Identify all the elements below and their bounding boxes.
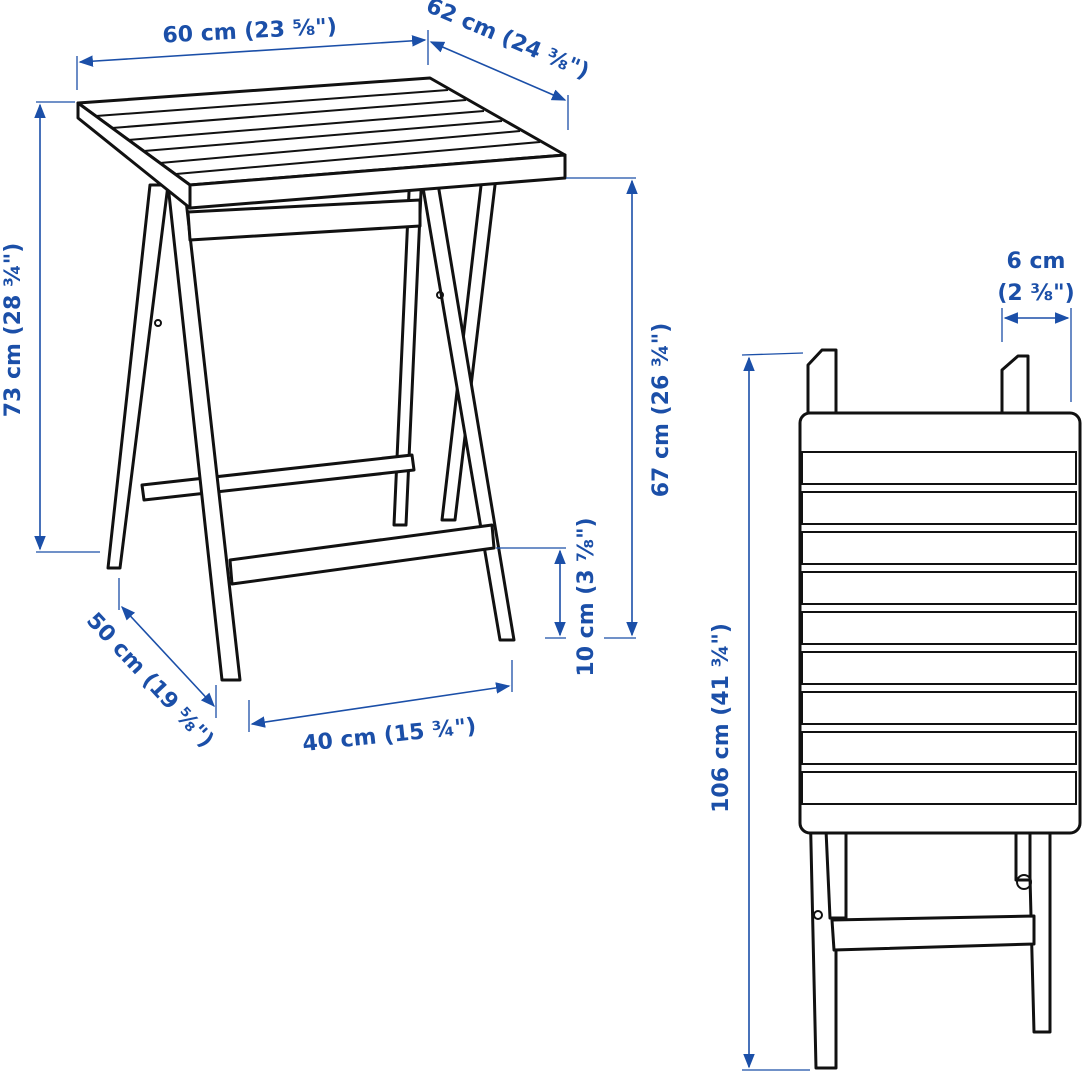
dimension-top-width: 60 cm (23 ⅝") — [76, 14, 429, 90]
label-base-depth: 50 cm (19 ⅝") — [81, 608, 218, 753]
label-top-depth: 62 cm (24 ⅜") — [422, 0, 592, 85]
assembled-table-drawing — [76, 76, 567, 682]
dimension-total-height: 73 cm (28 ¾") — [1, 101, 100, 553]
folded-table-drawing — [798, 348, 1082, 1070]
label-folded-thickness-in: (2 ⅜") — [997, 281, 1074, 306]
label-top-width: 60 cm (23 ⅝") — [162, 14, 338, 48]
dimension-folded-height: 106 cm (41 ¾") — [709, 352, 810, 1071]
dimension-base-width: 40 cm (15 ¾") — [248, 660, 513, 757]
label-foot-height: 10 cm (3 ⅞") — [574, 517, 599, 676]
label-folded-height: 106 cm (41 ¾") — [709, 623, 734, 813]
dimension-folded-thickness: 6 cm (2 ⅜") — [997, 249, 1075, 402]
dimension-base-depth: 50 cm (19 ⅝") — [81, 578, 218, 753]
dimension-leg-height: 67 cm (26 ¾") — [566, 177, 674, 639]
label-base-width: 40 cm (15 ¾") — [301, 714, 477, 757]
label-folded-thickness-cm: 6 cm — [1007, 249, 1066, 274]
label-leg-height: 67 cm (26 ¾") — [649, 323, 674, 498]
label-total-height: 73 cm (28 ¾") — [1, 243, 26, 418]
dimension-foot-height: 10 cm (3 ⅞") — [496, 517, 599, 677]
